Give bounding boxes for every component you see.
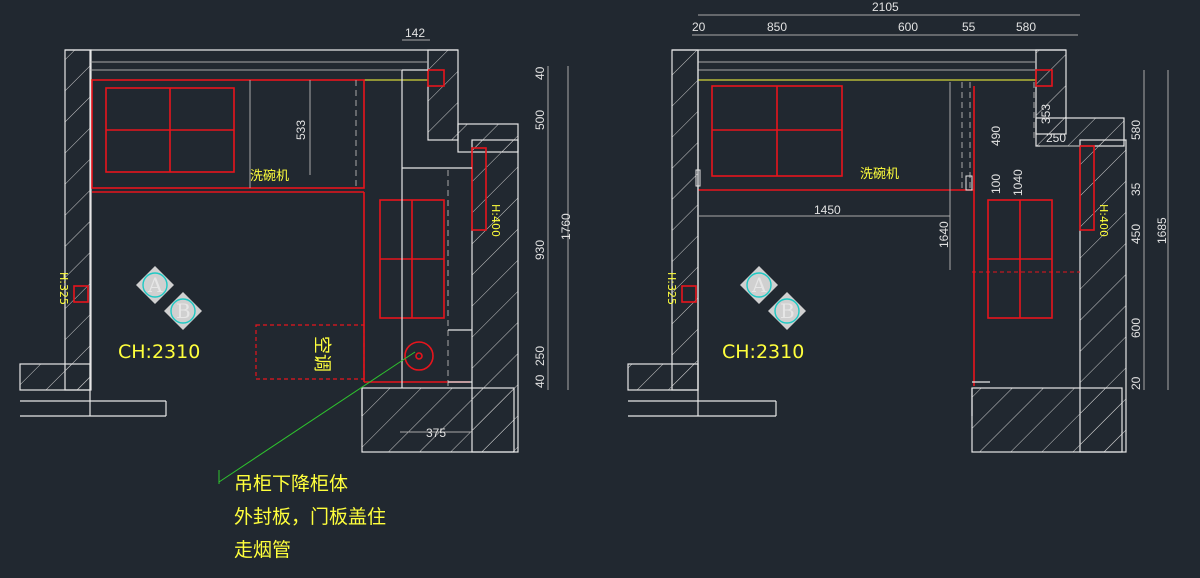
right-dim-side-600: 600 xyxy=(1129,318,1143,338)
left-walls xyxy=(19,49,519,453)
left-h325-label: H:325 xyxy=(57,272,70,305)
right-dim-1450: 1450 xyxy=(814,203,841,217)
left-dim-right-40b: 40 xyxy=(533,374,547,388)
annotation-leader xyxy=(218,351,416,483)
svg-text:B: B xyxy=(780,299,795,323)
left-dim-right-500: 500 xyxy=(533,110,547,130)
right-dim-side-580: 580 xyxy=(1129,120,1143,140)
right-dim-top-580: 580 xyxy=(1016,20,1036,34)
left-marker-b: B xyxy=(164,292,202,330)
right-h325-label: H:325 xyxy=(665,272,678,305)
right-dim-top-20: 20 xyxy=(692,20,706,34)
right-dishwasher-label: 洗碗机 xyxy=(860,166,899,182)
left-dim-right-40a: 40 xyxy=(533,66,547,80)
annotation-line-2: 外封板，门板盖住 xyxy=(234,506,387,528)
left-dim-total-1760: 1760 xyxy=(559,213,573,240)
right-plan: 2105 20 850 600 55 580 353 490 250 100 1… xyxy=(627,0,1169,453)
right-dim-side-20: 20 xyxy=(1129,376,1143,390)
right-dim-1640: 1640 xyxy=(937,221,951,248)
right-h400-label: H:400 xyxy=(1097,204,1110,237)
left-dim-right-250: 250 xyxy=(533,346,547,366)
right-ch-label: CH:2310 xyxy=(722,341,804,363)
left-ch-label: CH:2310 xyxy=(118,341,200,363)
annotation-line-3: 走烟管 xyxy=(234,539,292,561)
left-h400-label: H:400 xyxy=(489,204,502,237)
left-marker-a: A xyxy=(136,266,174,304)
left-dim-375: 375 xyxy=(426,426,446,440)
right-dim-250: 250 xyxy=(1046,131,1066,145)
right-dim-total-2105: 2105 xyxy=(872,0,899,14)
right-dim-490: 490 xyxy=(989,126,1003,146)
left-dishwasher-label: 洗碗机 xyxy=(250,168,289,184)
right-dim-1040: 1040 xyxy=(1011,169,1025,196)
svg-text:A: A xyxy=(751,273,767,297)
right-dim-total-1685: 1685 xyxy=(1155,217,1169,244)
right-dim-top-600: 600 xyxy=(898,20,918,34)
annotation-note: 吊柜下降柜体 外封板，门板盖住 走烟管 xyxy=(234,468,386,567)
svg-text:A: A xyxy=(147,273,163,297)
right-dim-side-35: 35 xyxy=(1129,182,1143,196)
right-dim-top-55: 55 xyxy=(962,20,976,34)
right-dim-100: 100 xyxy=(989,174,1003,194)
left-plan: 142 375 533 40 500 930 250 40 1760 洗碗机 空… xyxy=(19,26,573,484)
right-dim-top-850: 850 xyxy=(767,20,787,34)
right-walls xyxy=(627,49,1127,453)
right-dim-side-450: 450 xyxy=(1129,224,1143,244)
svg-text:B: B xyxy=(176,299,191,323)
left-dim-533: 533 xyxy=(294,120,308,140)
right-marker-b: B xyxy=(768,292,806,330)
right-cabinets xyxy=(681,69,1095,386)
left-cabinets xyxy=(73,69,487,383)
right-dim-353: 353 xyxy=(1039,104,1053,124)
left-dim-142: 142 xyxy=(405,26,425,40)
annotation-line-1: 吊柜下降柜体 xyxy=(234,473,349,495)
left-dim-right-930: 930 xyxy=(533,240,547,260)
right-marker-a: A xyxy=(740,266,778,304)
left-ac-label: 空调 xyxy=(311,336,332,372)
